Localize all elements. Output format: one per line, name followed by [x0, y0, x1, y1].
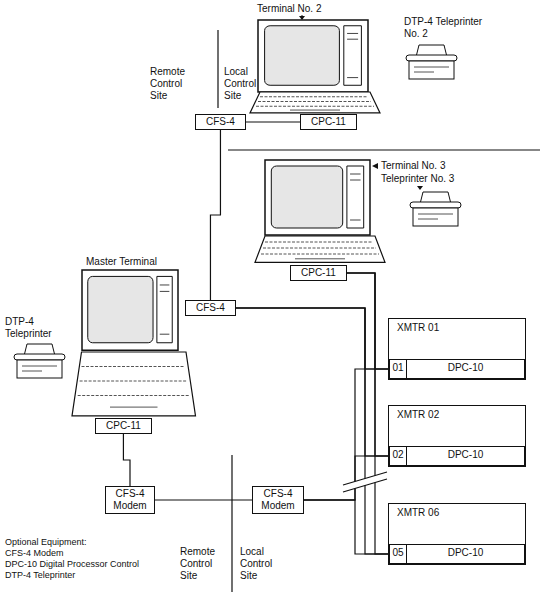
node-text: CPC-11: [301, 267, 336, 279]
signal-line: [347, 273, 389, 369]
node-text: DPC-10: [411, 547, 520, 559]
signal-line: [210, 130, 220, 300]
node-text: 01: [390, 362, 406, 374]
node-text: XMTR 06: [397, 507, 517, 519]
modem-box: CFS-4: [195, 114, 246, 130]
site-label: Remote Control Site: [150, 66, 196, 102]
node-text: CFS-4: [206, 116, 235, 128]
terminal-label: Terminal No. 2: [257, 3, 321, 15]
port-number-box: 02: [389, 446, 407, 466]
port-number-box: 05: [389, 544, 407, 564]
signal-line: [347, 273, 389, 554]
legend-note: DTP-4 Teleprinter: [5, 570, 75, 581]
node-text: XMTR 01: [397, 322, 517, 334]
node-text: CFS-4 Modem: [108, 488, 152, 512]
processor-box: CPC-11: [95, 418, 152, 434]
teleprinter-label: DTP-4 Teleprinter No. 2: [404, 16, 490, 40]
signal-line: [155, 499, 252, 500]
signal-line: [304, 456, 389, 500]
transmitter-box: XMTR 02 02 DPC-10: [388, 405, 526, 467]
processor-box: CPC-11: [290, 265, 347, 281]
transmitter-box: XMTR 01 01 DPC-10: [388, 318, 526, 380]
node-text: CFS-4 Modem: [255, 488, 301, 512]
signal-line: [236, 308, 389, 554]
node-text: 02: [390, 449, 406, 461]
node-text: XMTR 02: [397, 409, 517, 421]
signal-line: [304, 500, 389, 554]
signal-line: [304, 369, 389, 500]
node-text: 05: [390, 547, 406, 559]
port-number-box: 01: [389, 359, 407, 379]
legend-note: CFS-4 Modem: [5, 548, 64, 559]
modem-box: CFS-4: [185, 300, 236, 316]
legend-heading: Optional Equipment:: [5, 537, 87, 548]
site-label: Local Control Site: [224, 66, 270, 102]
transmitter-box: XMTR 06 05 DPC-10: [388, 503, 526, 565]
terminal-label: Master Terminal: [86, 256, 157, 268]
signal-line: [246, 121, 300, 122]
legend-note: DPC-10 Digital Processor Control: [5, 559, 139, 570]
control-box: DPC-10: [406, 359, 525, 379]
teleprinter-label: DTP-4 Teleprinter: [5, 316, 67, 340]
node-text: DPC-10: [411, 362, 520, 374]
terminal-label: Terminal No. 3: [381, 160, 445, 172]
control-box: DPC-10: [406, 446, 525, 466]
processor-box: CPC-11: [300, 114, 357, 130]
signal-line: [236, 308, 389, 369]
control-box: DPC-10: [406, 544, 525, 564]
node-text: CPC-11: [106, 420, 141, 432]
node-text: CFS-4: [196, 302, 225, 314]
modem-box: CFS-4 Modem: [105, 486, 155, 514]
modem-box: CFS-4 Modem: [252, 486, 304, 514]
signal-line: [236, 308, 389, 456]
site-label: Remote Control Site: [180, 546, 226, 582]
site-label: Local Control Site: [240, 546, 286, 582]
teleprinter-label: Teleprinter No. 3: [381, 173, 454, 185]
signal-line: [347, 273, 389, 456]
signal-line: [123, 434, 130, 486]
node-text: CPC-11: [311, 116, 346, 128]
node-text: DPC-10: [411, 449, 520, 461]
